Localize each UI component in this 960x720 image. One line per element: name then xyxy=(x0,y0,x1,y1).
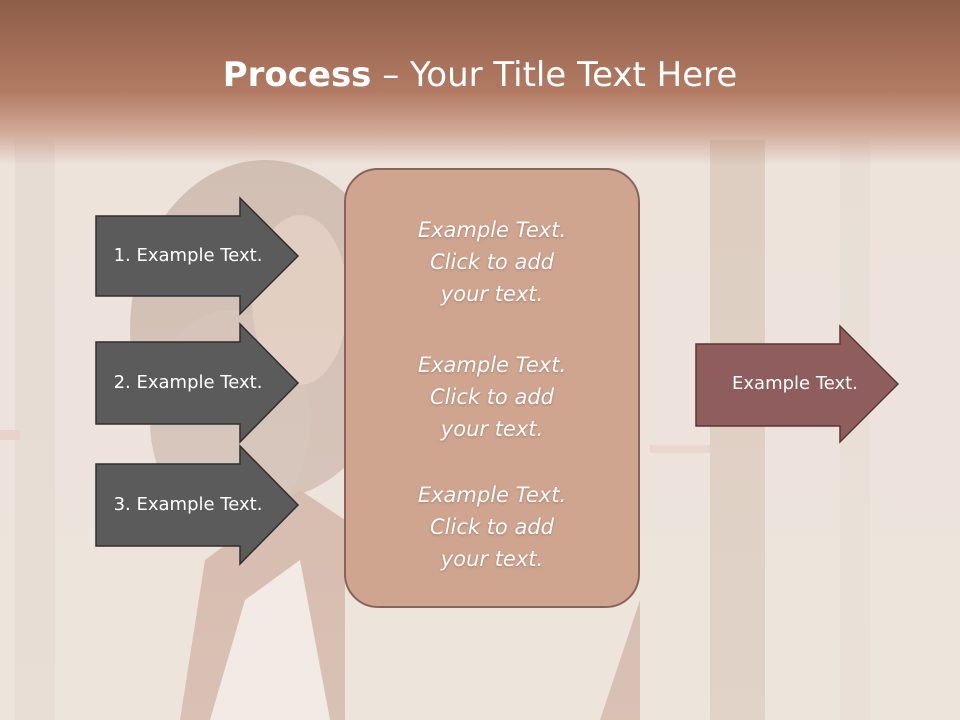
center-text-block-1[interactable]: Example Text. Click to add your text. xyxy=(346,214,638,310)
left-arrow-3-shape[interactable] xyxy=(95,444,300,566)
block-3-line-1: Example Text. xyxy=(417,483,567,507)
block-1-line-3: your text. xyxy=(440,282,544,306)
right-arrow-shape[interactable] xyxy=(695,324,900,444)
left-arrow-1-label: 1. Example Text. xyxy=(113,245,263,266)
left-arrow-2-label: 2. Example Text. xyxy=(113,372,263,393)
title-band xyxy=(0,0,960,165)
block-2-line-1: Example Text. xyxy=(417,353,567,377)
center-text-block-3[interactable]: Example Text. Click to add your text. xyxy=(346,479,638,575)
block-1-line-1: Example Text. xyxy=(417,218,567,242)
block-3-line-2: Click to add xyxy=(429,515,554,539)
block-2-line-3: your text. xyxy=(440,417,544,441)
left-arrow-1-shape[interactable] xyxy=(95,196,300,316)
left-arrow-3-label: 3. Example Text. xyxy=(113,494,263,515)
right-arrow-label: Example Text. xyxy=(732,373,858,394)
slide-title[interactable]: Process – Your Title Text Here xyxy=(0,54,960,96)
block-1-line-2: Click to add xyxy=(429,250,554,274)
title-rest: – Your Title Text Here xyxy=(371,55,738,95)
left-arrow-2-shape[interactable] xyxy=(95,322,300,444)
block-2-line-2: Click to add xyxy=(429,385,554,409)
center-content-box[interactable]: Example Text. Click to add your text. Ex… xyxy=(344,168,640,608)
block-3-line-3: your text. xyxy=(440,547,544,571)
center-text-block-2[interactable]: Example Text. Click to add your text. xyxy=(346,349,638,445)
title-bold: Process xyxy=(222,55,372,95)
